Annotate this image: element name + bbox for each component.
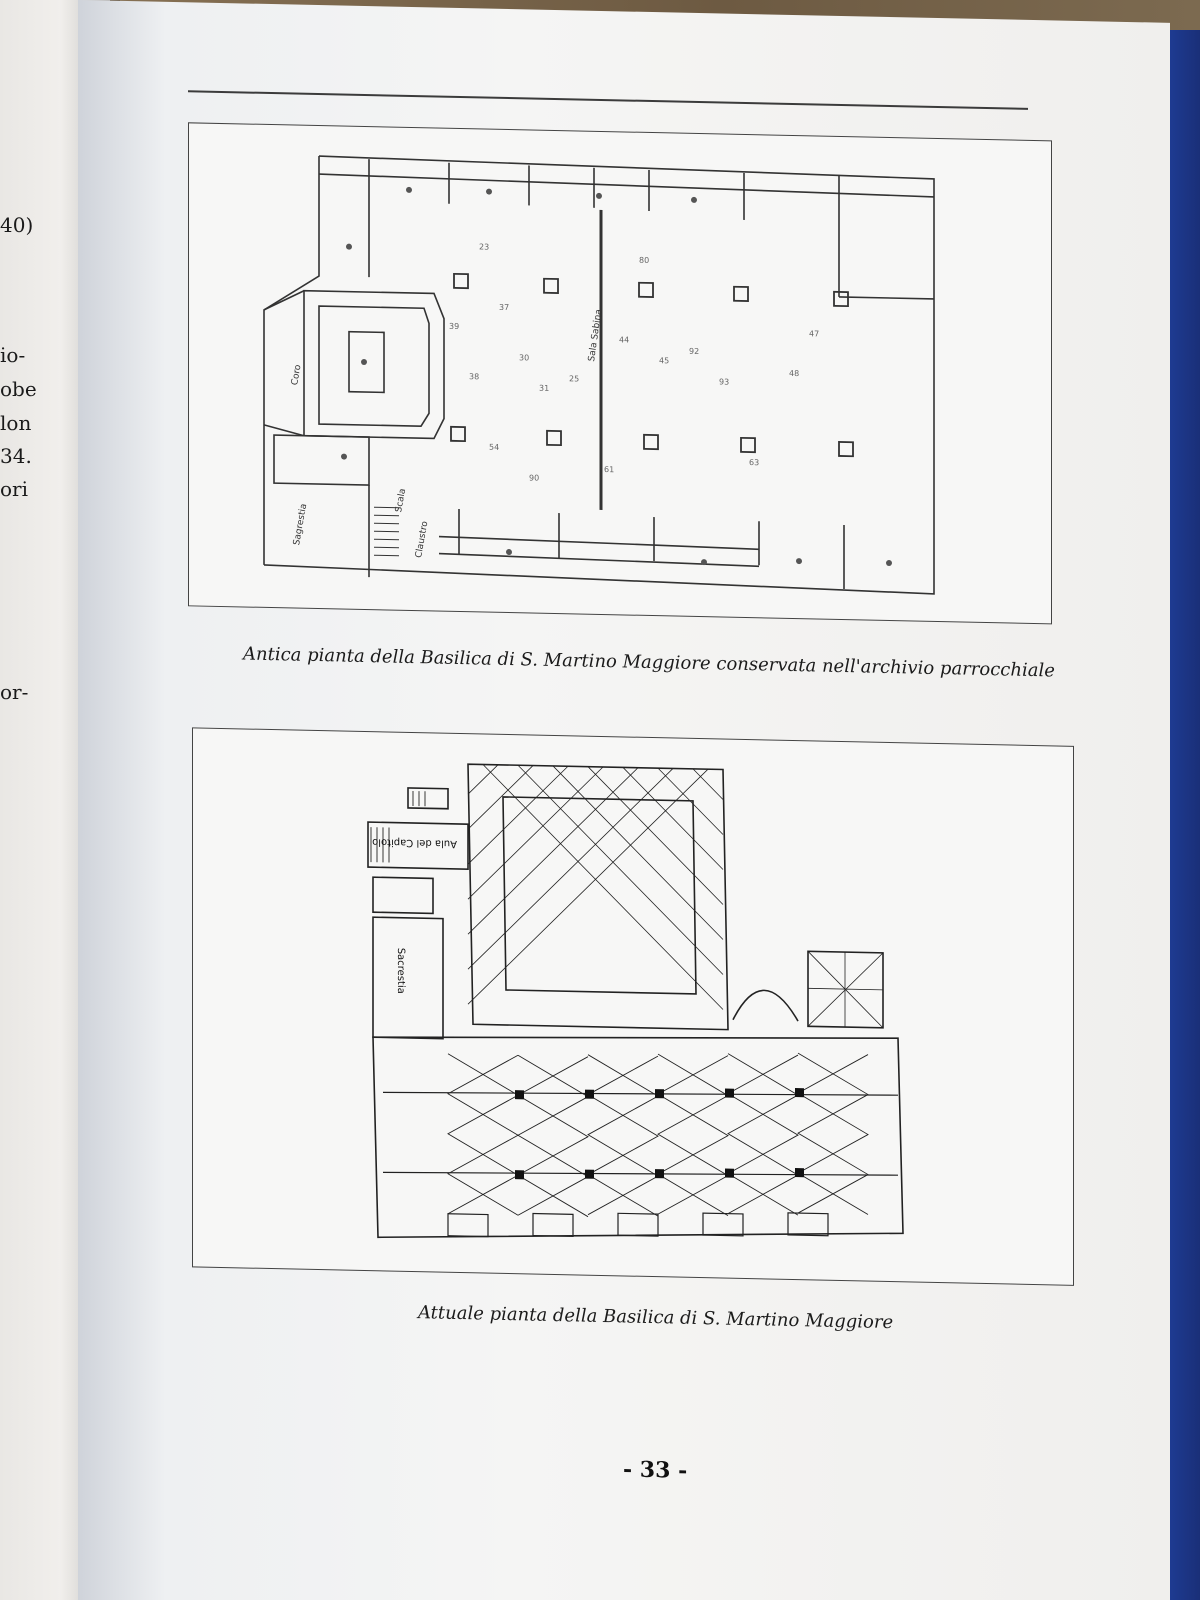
svg-text:61: 61 — [604, 465, 614, 474]
old-plan-label-scala: Scala — [394, 488, 408, 514]
left-page-fragment: ori — [0, 477, 28, 501]
old-plan-figure: Coro Sagrestia Claustro Scala Sala Sabin… — [188, 122, 1052, 625]
left-page-fragment: 34. — [0, 444, 32, 468]
svg-text:31: 31 — [539, 384, 549, 393]
svg-text:23: 23 — [479, 242, 489, 251]
svg-text:39: 39 — [449, 322, 459, 331]
svg-text:80: 80 — [639, 256, 649, 265]
svg-text:47: 47 — [809, 329, 819, 338]
svg-text:93: 93 — [719, 377, 729, 386]
old-plan-label-coro: Coro — [290, 363, 304, 386]
page-number: - 33 - — [623, 1456, 688, 1484]
svg-text:45: 45 — [659, 356, 669, 365]
left-page-fragment: 40) — [0, 213, 34, 237]
figure-caption-current-plan: Attuale pianta della Basilica di S. Mart… — [418, 1302, 894, 1334]
old-plan-label-claustro: Claustro — [414, 520, 430, 559]
current-plan-drawing: Aula del Capitolo Sacrestia — [367, 763, 904, 1239]
old-plan-drawing: Coro Sagrestia Claustro Scala Sala Sabin… — [263, 155, 935, 595]
current-plan-label-sacrestia: Sacrestia — [395, 948, 406, 994]
right-page: Coro Sagrestia Claustro Scala Sala Sabin… — [78, 0, 1170, 1600]
left-page-fragment: or- — [0, 680, 29, 704]
header-rule — [188, 90, 1028, 110]
svg-text:48: 48 — [789, 369, 799, 378]
svg-text:38: 38 — [469, 372, 479, 381]
svg-text:30: 30 — [519, 353, 529, 362]
svg-text:25: 25 — [569, 374, 579, 383]
left-page-fragment: io- — [0, 343, 26, 367]
current-plan-label-aula-capitolo: Aula del Capitolo — [372, 836, 457, 849]
old-plan-label-sagrestia: Sagrestia — [292, 503, 309, 546]
left-page-fragment: lon — [0, 411, 32, 435]
svg-text:92: 92 — [689, 347, 699, 356]
svg-text:54: 54 — [489, 443, 499, 452]
figure-caption-old-plan: Antica pianta della Basilica di S. Marti… — [243, 643, 1055, 682]
current-plan-figure: Aula del Capitolo Sacrestia — [192, 727, 1074, 1286]
svg-text:63: 63 — [749, 458, 759, 467]
left-page-fragment: obe — [0, 377, 37, 401]
svg-text:90: 90 — [529, 473, 539, 482]
svg-text:44: 44 — [619, 335, 629, 344]
svg-text:37: 37 — [499, 303, 509, 312]
